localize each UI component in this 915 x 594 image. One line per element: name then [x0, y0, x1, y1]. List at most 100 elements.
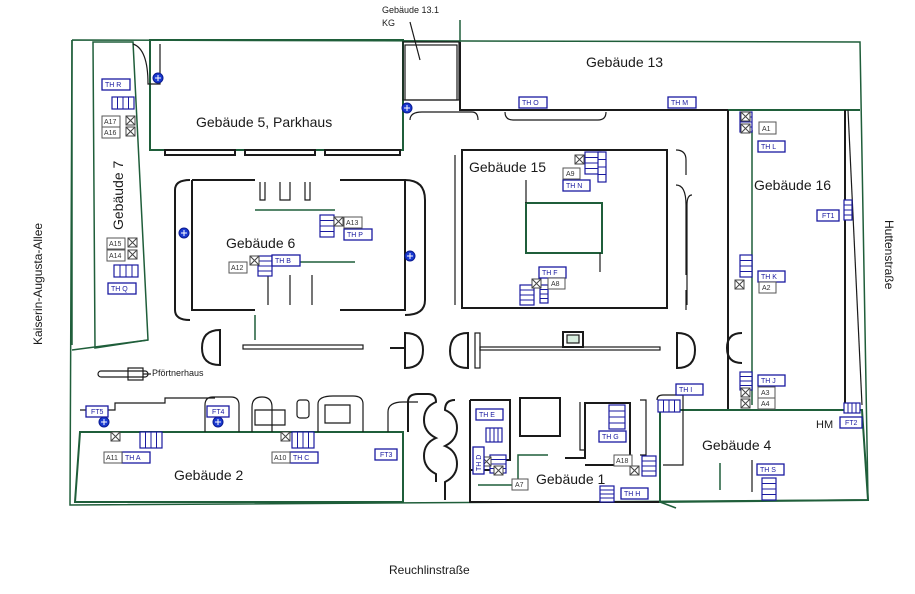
stairwell-tag-L[interactable]: TH L — [757, 140, 786, 153]
svg-text:TH O: TH O — [522, 100, 539, 107]
elevator-symbols — [110, 111, 751, 476]
stairwell-tag-M[interactable]: TH M — [667, 96, 697, 109]
building-16[interactable] — [727, 109, 863, 410]
fire-exit-tags: FT1 FT2 FT3 FT4 FT5 — [85, 209, 863, 461]
stairwell-tag-G[interactable]: TH G — [598, 430, 627, 443]
elevator-tag-A7[interactable]: A7 — [511, 478, 529, 491]
elevator-tag-A10[interactable]: A10 — [271, 451, 291, 464]
building-5-label: Gebäude 5, Parkhaus — [196, 114, 332, 130]
fire-exit-tag-FT4[interactable]: FT4 — [206, 405, 230, 418]
svg-text:TH R: TH R — [105, 82, 121, 89]
building-16-label: Gebäude 16 — [754, 177, 831, 193]
stairwell-tag-S[interactable]: TH S — [756, 463, 785, 476]
fire-exit-tag-FT5[interactable]: FT5 — [85, 405, 109, 418]
elevator-icon — [574, 154, 585, 165]
elevator-tag-A3[interactable]: A3 — [757, 386, 776, 399]
pfoertnerhaus[interactable] — [97, 367, 149, 381]
stairs-icon — [291, 431, 315, 449]
fire-exit-tag-FT2[interactable]: FT2 — [839, 416, 863, 429]
svg-text:TH F: TH F — [542, 270, 558, 277]
street-reuchlinstrasse: Reuchlinstraße — [389, 563, 470, 577]
elevator-tag-A16[interactable]: A16 — [101, 126, 121, 139]
svg-text:A15: A15 — [109, 241, 122, 248]
stairwell-tag-F[interactable]: TH F — [538, 266, 567, 279]
svg-text:TH E: TH E — [479, 412, 495, 419]
stairs-icon — [739, 371, 753, 391]
svg-text:TH B: TH B — [275, 258, 291, 265]
building-7[interactable] — [71, 41, 149, 351]
stairwell-tag-K[interactable]: TH K — [757, 270, 786, 283]
fire-exit-tag-FT1[interactable]: FT1 — [816, 209, 840, 222]
building-2[interactable] — [73, 395, 418, 503]
elevator-tag-A17[interactable]: A17 — [101, 115, 121, 128]
hydrant-icon — [401, 102, 413, 114]
stairwell-tag-D[interactable]: TH D — [472, 446, 485, 475]
stairwell-tag-C[interactable]: TH C — [289, 451, 319, 464]
svg-text:TH K: TH K — [761, 274, 777, 281]
stairwell-tag-I[interactable]: TH I — [675, 383, 704, 396]
stairwell-tag-O[interactable]: TH O — [518, 96, 548, 109]
elevator-tag-A4[interactable]: A4 — [757, 397, 776, 410]
building-6-label: Gebäude 6 — [226, 235, 295, 251]
elevator-icon — [740, 111, 751, 122]
svg-text:TH L: TH L — [761, 144, 776, 151]
building-13-1[interactable] — [402, 21, 460, 101]
svg-text:A14: A14 — [109, 253, 122, 260]
stairwell-tag-N[interactable]: TH N — [562, 179, 591, 192]
svg-text:TH H: TH H — [624, 491, 640, 498]
stairwell-tags: TH R TH Q TH P TH B TH O TH M TH N TH F … — [101, 78, 786, 500]
building-4-label: Gebäude 4 — [702, 437, 771, 453]
svg-text:FT3: FT3 — [380, 452, 393, 459]
elevator-icon — [740, 123, 751, 134]
stairs-icon — [657, 399, 681, 413]
elevator-tag-A15[interactable]: A15 — [106, 237, 126, 250]
stairs-icon — [539, 284, 549, 304]
elevator-tag-A13[interactable]: A13 — [343, 216, 363, 229]
building-5-parkhaus[interactable] — [132, 39, 404, 156]
elevator-tag-A1[interactable]: A1 — [758, 121, 777, 135]
svg-text:TH C: TH C — [293, 455, 309, 462]
elevator-icon — [740, 387, 751, 398]
elevator-tag-A9[interactable]: A9 — [562, 167, 581, 180]
stairwell-tag-B[interactable]: TH B — [271, 254, 301, 267]
svg-text:TH Q: TH Q — [111, 286, 128, 293]
stairwell-tag-P[interactable]: TH P — [343, 228, 373, 241]
stairwell-tag-A[interactable]: TH A — [121, 451, 151, 464]
stairwell-tag-Q[interactable]: TH Q — [107, 282, 137, 295]
stairs-icon — [641, 455, 657, 477]
elevator-tag-A2[interactable]: A2 — [758, 281, 777, 294]
elevator-icon — [127, 249, 138, 260]
courtyard-features — [200, 328, 743, 370]
elevator-tag-A11[interactable]: A11 — [103, 451, 123, 464]
stairwell-tag-R[interactable]: TH R — [101, 78, 131, 91]
elevator-icon — [249, 255, 260, 266]
hydrant-symbols — [98, 72, 416, 428]
stairs-icon — [608, 404, 626, 430]
stairwell-tag-J[interactable]: TH J — [757, 374, 786, 387]
svg-text:TH P: TH P — [347, 232, 363, 239]
hydrant-icon — [404, 250, 416, 262]
stairs-icon — [485, 427, 503, 443]
building-13-1-sublabel: KG — [382, 18, 395, 28]
elevator-icon — [125, 115, 136, 126]
building-6[interactable] — [174, 179, 426, 340]
svg-text:A16: A16 — [104, 130, 117, 137]
svg-text:A9: A9 — [566, 171, 575, 178]
svg-text:A17: A17 — [104, 119, 117, 126]
stairs-icon — [319, 214, 335, 238]
stairwell-tag-E[interactable]: TH E — [475, 408, 504, 421]
svg-text:FT4: FT4 — [212, 409, 225, 416]
elevator-tag-A14[interactable]: A14 — [106, 249, 126, 262]
elevator-icon — [493, 465, 504, 476]
lobby-arches — [407, 393, 459, 500]
building-15[interactable] — [454, 149, 693, 310]
stairs-icon — [597, 151, 607, 183]
svg-text:A2: A2 — [762, 285, 771, 292]
building-13[interactable] — [409, 20, 860, 121]
elevator-tag-A12[interactable]: A12 — [228, 261, 248, 274]
elevator-tag-A18[interactable]: A18 — [613, 454, 633, 467]
stairwell-tag-H[interactable]: TH H — [620, 487, 649, 500]
elevator-tag-A8[interactable]: A8 — [547, 277, 566, 290]
fire-exit-tag-FT3[interactable]: FT3 — [374, 448, 398, 461]
